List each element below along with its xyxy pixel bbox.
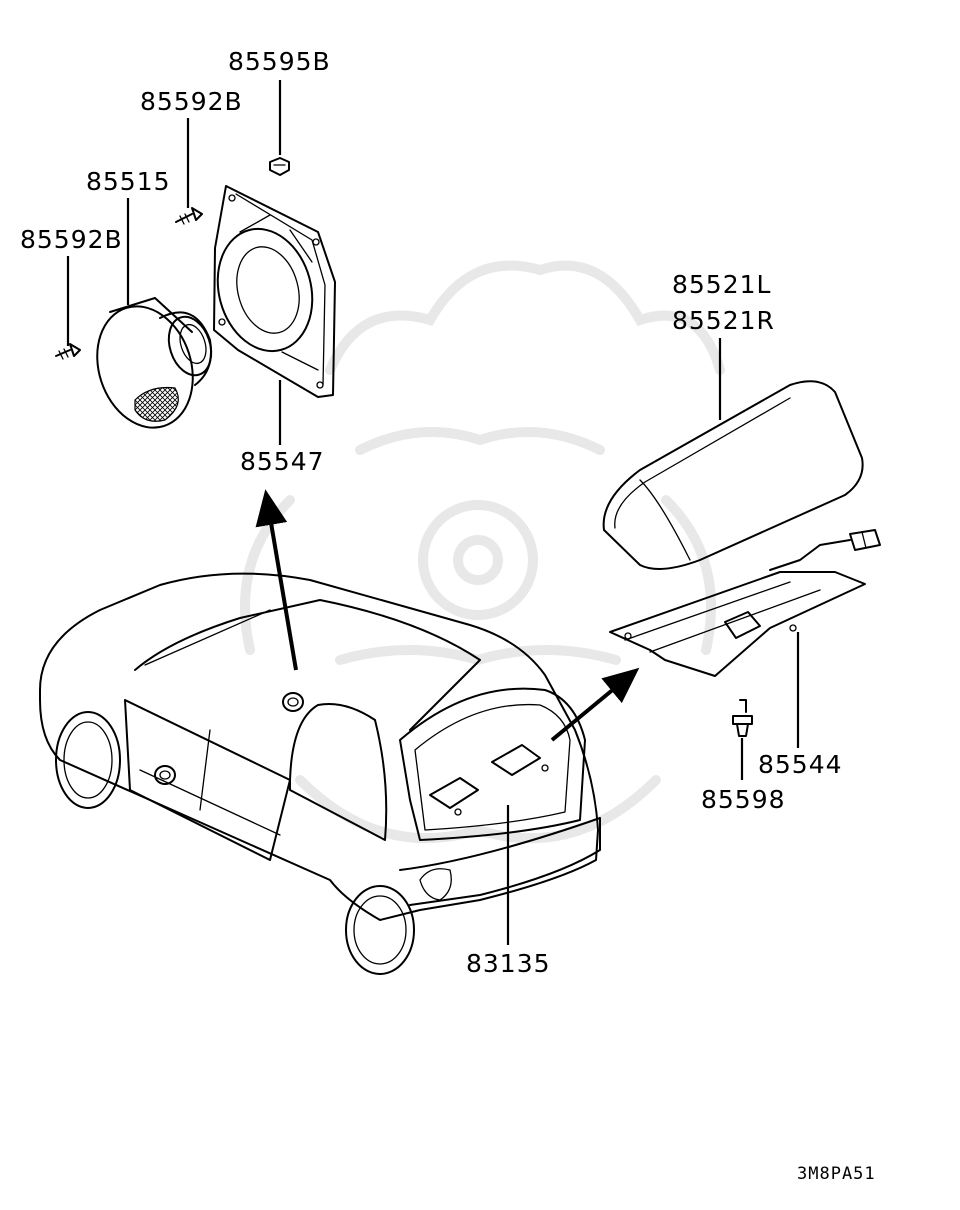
label-85595B: 85595B xyxy=(228,47,331,76)
label-85521R: 85521R xyxy=(672,306,775,335)
screw-85592B-left xyxy=(55,343,81,360)
arrow-to-speaker xyxy=(255,489,298,671)
label-85598: 85598 xyxy=(701,785,786,814)
label-85547: 85547 xyxy=(240,447,325,476)
figure-code: 3M8PA51 xyxy=(797,1164,876,1184)
lamp-bracket-85544 xyxy=(609,529,881,677)
watermark-emblem xyxy=(240,260,725,844)
label-85515: 85515 xyxy=(86,167,171,196)
vehicle-body-outline xyxy=(39,572,601,975)
label-85544: 85544 xyxy=(758,750,843,779)
label-85521L: 85521L xyxy=(672,270,771,299)
push-fastener-85595B xyxy=(269,157,290,176)
speaker-bracket-85547 xyxy=(213,185,336,398)
high-mount-stop-lamp-85521 xyxy=(602,380,864,570)
label-83135: 83135 xyxy=(466,949,551,978)
bolt-85598 xyxy=(732,699,753,737)
label-85592B-top: 85592B xyxy=(140,87,243,116)
label-85592B-left: 85592B xyxy=(20,225,123,254)
arrow-to-lamp xyxy=(550,667,640,742)
screw-85592B-top xyxy=(175,207,203,225)
speaker-85515 xyxy=(96,297,213,429)
